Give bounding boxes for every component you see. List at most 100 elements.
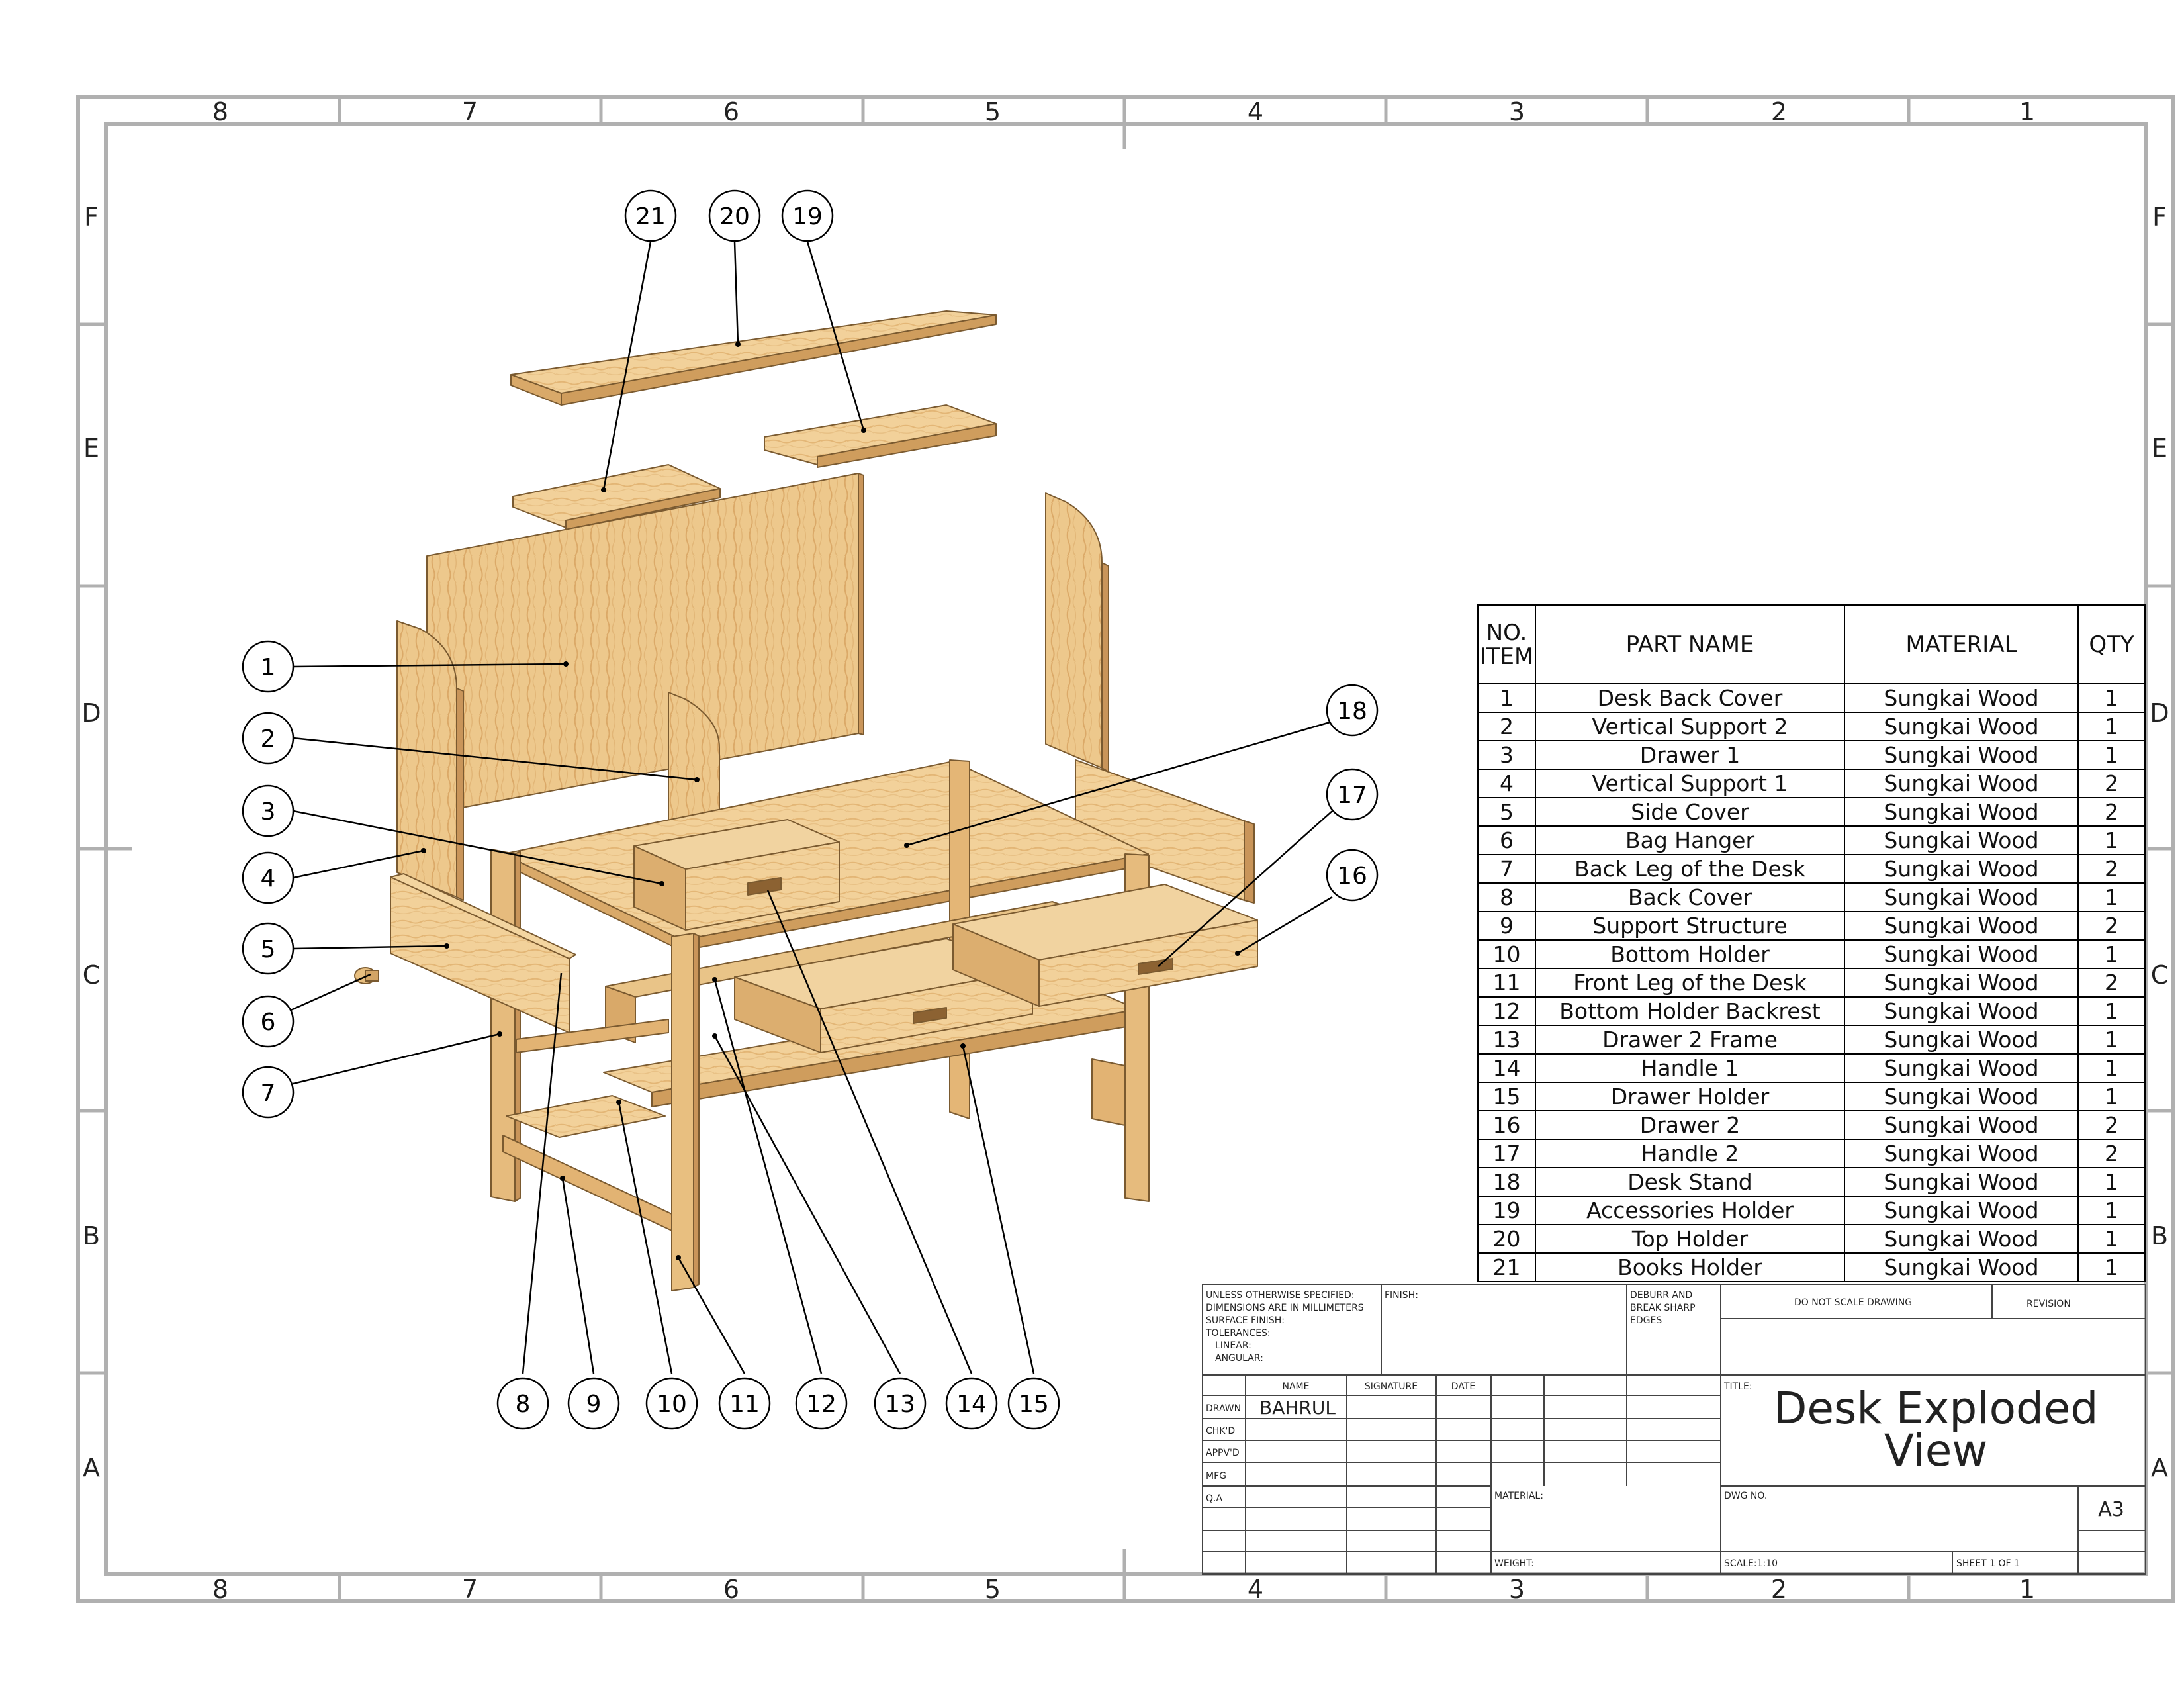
balloon-circle	[242, 784, 295, 837]
balloon-8: 8	[496, 1377, 549, 1430]
bom-item-number: 1	[1477, 683, 1536, 713]
title-block-text: UNLESS OTHERWISE SPECIFIED: DIMENSIONS A…	[1205, 1290, 2124, 1569]
bom-qty: 2	[2077, 911, 2146, 941]
bom-item-number: 17	[1477, 1139, 1536, 1168]
zone-row-label: C	[83, 961, 101, 990]
balloon-circle	[781, 189, 834, 242]
bom-material: Sungkai Wood	[1844, 1082, 2079, 1111]
svg-text:DEBURR AND: DEBURR AND	[1630, 1290, 1692, 1301]
bom-part-name: Desk Stand	[1535, 1167, 1845, 1197]
bom-part-name: Vertical Support 1	[1535, 769, 1845, 798]
bom-material: Sungkai Wood	[1844, 854, 2079, 884]
bom-part-name: Books Holder	[1535, 1252, 1845, 1282]
balloon-1: 1	[242, 640, 295, 693]
balloon-circle	[874, 1377, 927, 1430]
bom-header-qty: QTY	[2077, 604, 2146, 684]
zone-column-label: 3	[1509, 97, 1525, 126]
part-vertical-support-right	[1045, 492, 1109, 773]
bom-qty: 2	[2077, 1110, 2146, 1140]
zone-row-label: B	[83, 1221, 100, 1250]
zone-row-label: A	[83, 1453, 100, 1482]
balloon-label: 6	[261, 1009, 276, 1036]
drawing-title-line1: Desk Exploded	[1774, 1383, 2099, 1434]
balloon-label: 20	[719, 203, 750, 230]
zone-column-label: 1	[2019, 97, 2035, 126]
part-top-holder	[510, 310, 997, 406]
svg-text:DO NOT SCALE DRAWING: DO NOT SCALE DRAWING	[1794, 1297, 1912, 1308]
bom-item-number: 9	[1477, 911, 1536, 941]
balloon-14: 14	[945, 1377, 998, 1430]
balloon-13: 13	[874, 1377, 927, 1430]
bom-part-name: Bottom Holder Backrest	[1535, 996, 1845, 1026]
balloon-label: 3	[261, 798, 276, 825]
bom-qty: 1	[2077, 1167, 2146, 1197]
balloon-circle	[795, 1377, 848, 1430]
balloon-circle	[242, 851, 295, 904]
svg-text:APPV'D: APPV'D	[1206, 1448, 1240, 1458]
part-bottom-holder	[506, 1095, 666, 1138]
bom-part-name: Handle 1	[1535, 1053, 1845, 1083]
balloon-17: 17	[1326, 768, 1379, 821]
part-drawer-1	[633, 819, 840, 931]
svg-text:Q.A: Q.A	[1206, 1493, 1222, 1504]
bom-item-number: 12	[1477, 996, 1536, 1026]
desk-exploded-illustration	[354, 310, 1258, 1291]
bom-qty: 1	[2077, 1082, 2146, 1111]
bom-material: Sungkai Wood	[1844, 911, 2079, 941]
bom-item-number: 5	[1477, 797, 1536, 827]
bom-part-name: Drawer Holder	[1535, 1082, 1845, 1111]
bom-item-number: 13	[1477, 1025, 1536, 1055]
bom-qty: 2	[2077, 854, 2146, 884]
bom-qty: 2	[2077, 769, 2146, 798]
bom-qty: 1	[2077, 740, 2146, 770]
balloon-5: 5	[242, 922, 295, 975]
balloon-11: 11	[718, 1377, 771, 1430]
bom-material: Sungkai Wood	[1844, 825, 2079, 855]
svg-text:CHK'D: CHK'D	[1206, 1426, 1235, 1436]
balloon-label: 8	[516, 1391, 531, 1418]
svg-text:LINEAR:: LINEAR:	[1215, 1340, 1251, 1351]
bom-item-number: 16	[1477, 1110, 1536, 1140]
balloon-7: 7	[242, 1066, 295, 1119]
zone-column-label: 6	[723, 97, 739, 126]
bom-material: Sungkai Wood	[1844, 769, 2079, 798]
zone-row-label: D	[2150, 698, 2169, 727]
bom-item-number: 4	[1477, 769, 1536, 798]
bom-material: Sungkai Wood	[1844, 712, 2079, 741]
balloon-circle	[242, 640, 295, 693]
bom-header-row: NO.ITEM PART NAME MATERIAL QTY	[1477, 604, 2146, 684]
svg-text:DWG NO.: DWG NO.	[1724, 1491, 1767, 1501]
svg-text:MFG: MFG	[1206, 1471, 1226, 1481]
bom-part-name: Drawer 1	[1535, 740, 1845, 770]
part-vertical-support-left	[396, 620, 464, 901]
balloon-circle	[567, 1377, 620, 1430]
balloon-20: 20	[708, 189, 761, 242]
zone-column-label: 2	[1771, 1575, 1787, 1604]
bom-part-name: Vertical Support 2	[1535, 712, 1845, 741]
balloon-label: 1	[261, 654, 276, 681]
bom-material: Sungkai Wood	[1844, 740, 2079, 770]
svg-text:DRAWN: DRAWN	[1206, 1403, 1241, 1414]
part-side-cover-left	[390, 873, 576, 1033]
bom-header-material: MATERIAL	[1844, 604, 2079, 684]
bom-header-item: NO.ITEM	[1477, 604, 1536, 684]
bom-qty: 2	[2077, 1139, 2146, 1168]
bom-qty: 1	[2077, 939, 2146, 969]
zone-column-label: 5	[985, 1575, 1001, 1604]
svg-text:DATE: DATE	[1451, 1382, 1475, 1392]
bom-item-number: 19	[1477, 1196, 1536, 1225]
svg-text:BREAK SHARP: BREAK SHARP	[1630, 1303, 1696, 1313]
bom-material: Sungkai Wood	[1844, 939, 2079, 969]
bom-item-number: 7	[1477, 854, 1536, 884]
balloon-circle	[708, 189, 761, 242]
bom-item-number: 3	[1477, 740, 1536, 770]
